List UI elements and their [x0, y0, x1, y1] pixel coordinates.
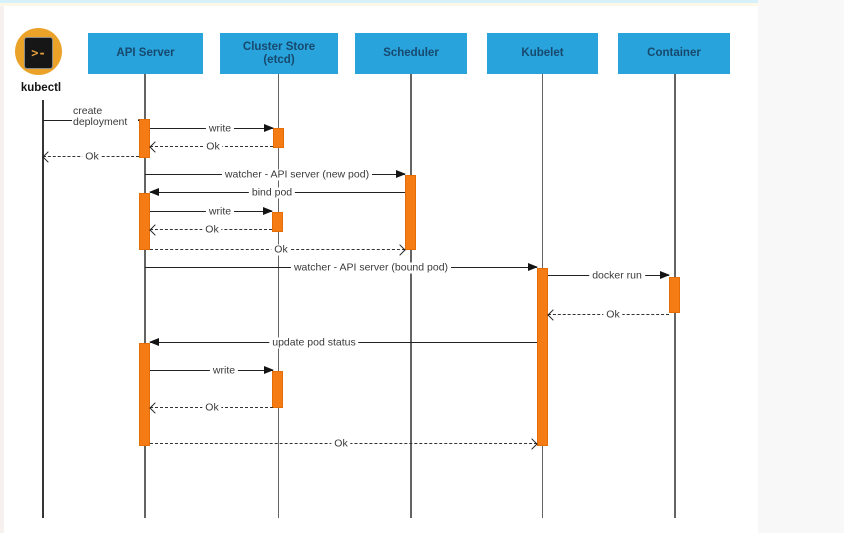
activation-cluster-store-2: [272, 212, 283, 232]
message-label: watcher - API server (new pod): [221, 169, 373, 181]
actor-cluster-store[interactable]: Cluster Store (etcd): [220, 33, 338, 74]
message-label: Ok: [331, 438, 351, 450]
top-strip: [0, 0, 758, 3]
top-strip-secondary: [0, 3, 758, 6]
actor-sublabel: (etcd): [263, 53, 295, 66]
actor-label: API Server: [116, 47, 175, 59]
kubectl-actor[interactable]: >-: [15, 28, 62, 75]
actor-label: Cluster Store: [242, 40, 316, 53]
arrowhead-icon: [149, 188, 159, 196]
arrowhead-icon: [660, 271, 670, 279]
lifeline-cluster-store: [277, 74, 279, 518]
arrowhead-icon: [264, 124, 274, 132]
lifeline-api-server: [144, 74, 146, 518]
activation-api-server-1: [139, 119, 150, 158]
arrowhead-icon: [394, 243, 406, 256]
arrowhead-icon: [149, 223, 161, 236]
message-label: write: [209, 365, 239, 377]
message-label: create deployment: [72, 106, 138, 128]
message-label: Ok: [603, 309, 623, 321]
arrowhead-icon: [149, 140, 161, 153]
arrowhead-icon: [149, 338, 159, 346]
actor-label: Scheduler: [383, 47, 439, 59]
activation-container: [669, 277, 680, 313]
activation-api-server-2: [139, 193, 150, 250]
arrowhead-icon: [42, 150, 54, 163]
kubectl-label: kubectl: [20, 82, 62, 94]
message-label: bind pod: [248, 187, 296, 199]
left-edge-strip: [0, 6, 4, 533]
arrowhead-icon: [396, 170, 406, 178]
message-label: Ok: [202, 402, 222, 414]
message-label: Ok: [82, 151, 102, 163]
right-margin: [758, 0, 844, 533]
message-label: Ok: [203, 141, 223, 153]
terminal-icon: >-: [24, 37, 53, 69]
activation-cluster-store-1: [272, 128, 284, 148]
message-label: Ok: [202, 224, 222, 236]
arrowhead-icon: [264, 366, 274, 374]
actor-scheduler[interactable]: Scheduler: [355, 33, 467, 74]
message-label: update pod status: [269, 337, 359, 349]
arrowhead-icon: [149, 401, 161, 414]
activation-api-server-3: [139, 343, 150, 446]
actor-api-server[interactable]: API Server: [88, 33, 203, 74]
activation-kubelet: [536, 268, 548, 446]
arrowhead-icon: [263, 207, 273, 215]
message-label: write: [205, 206, 235, 218]
arrowhead-icon: [528, 263, 538, 271]
actor-label: Container: [647, 47, 701, 59]
lifeline-kubectl: [42, 100, 44, 518]
message-label: write: [205, 123, 235, 135]
activation-cluster-store-3: [272, 371, 283, 408]
arrowhead-icon: [547, 308, 559, 321]
activation-scheduler: [405, 175, 416, 250]
message-label: docker run: [589, 270, 645, 282]
terminal-prompt-glyph: >-: [31, 46, 46, 60]
actor-container[interactable]: Container: [618, 33, 730, 74]
message-label: Ok: [271, 244, 291, 256]
actor-label: Kubelet: [521, 47, 564, 59]
message-label: watcher - API server (bound pod): [290, 262, 452, 274]
actor-kubelet[interactable]: Kubelet: [487, 33, 598, 74]
lifeline-scheduler: [410, 74, 412, 518]
